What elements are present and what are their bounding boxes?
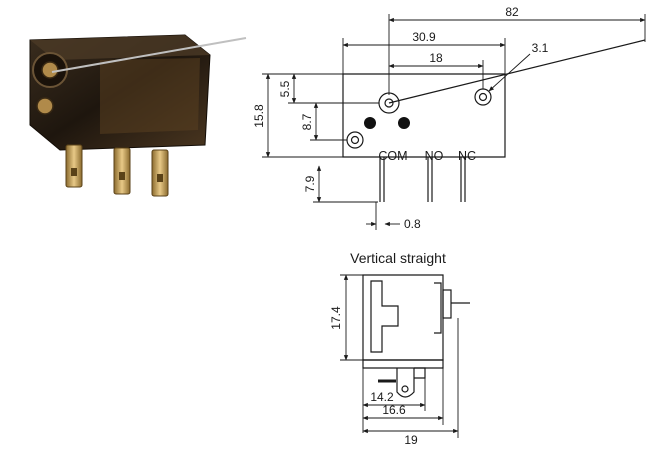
dim-side-width-b: 16.6 (382, 403, 406, 417)
side-terminal-tab (396, 368, 415, 398)
terminal-label-no: NO (425, 149, 444, 163)
mounting-hole-right-icon (474, 88, 492, 106)
product-photo (29, 34, 247, 197)
dim-terminal-width: 0.8 (404, 217, 421, 231)
terminal-label-com: COM (378, 149, 407, 163)
side-view-title: Vertical straight (350, 250, 446, 266)
dim-side-width-a: 14.2 (370, 390, 394, 404)
switch-body-outline (342, 73, 506, 158)
dim-lever-length: 82 (505, 5, 519, 19)
side-body-outline (362, 274, 444, 361)
dim-pivot-offset: 5.5 (278, 80, 292, 97)
mounting-hole-left-icon (346, 131, 364, 149)
dim-lower-offset: 8.7 (300, 113, 314, 130)
photo-terminal-no (113, 147, 131, 195)
dim-side-width-c: 19 (404, 433, 418, 447)
dim-hole-spacing: 18 (429, 51, 443, 65)
top-view-dimensions (262, 14, 646, 230)
dim-terminal-length: 7.9 (303, 175, 317, 192)
lever-wire (51, 37, 247, 73)
contact-dot-right (398, 117, 410, 129)
contact-dot-left (364, 117, 376, 129)
dim-hole-diameter: 3.1 (532, 41, 549, 55)
terminal-label-nc: NC (458, 149, 476, 163)
side-view-drawing (362, 274, 470, 398)
photo-terminal-com (65, 144, 83, 188)
photo-terminal-nc (151, 149, 169, 197)
lever-line (388, 39, 646, 104)
dim-body-height: 15.8 (252, 104, 266, 128)
top-view-drawing (342, 39, 646, 202)
side-actuator (442, 289, 452, 319)
dim-body-length: 30.9 (412, 30, 436, 44)
dim-side-height: 17.4 (329, 306, 343, 330)
side-view-dimensions (340, 274, 459, 438)
